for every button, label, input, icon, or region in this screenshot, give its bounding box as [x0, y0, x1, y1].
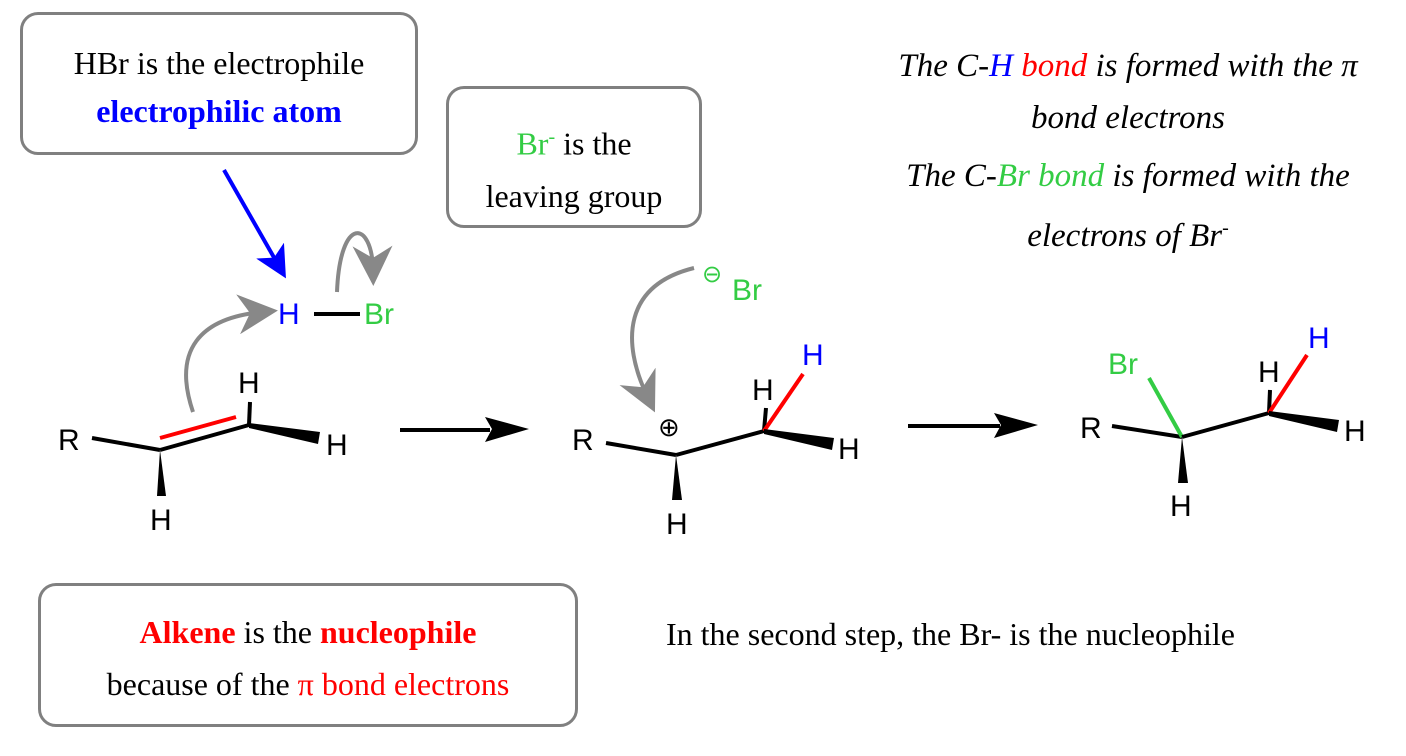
cbr-text: The C- — [906, 158, 997, 194]
alkene-wedge-right — [249, 423, 320, 444]
bromide-minus-charge: ⊖ — [702, 261, 722, 288]
electrophile-text: HBr is the electrophile — [73, 45, 365, 81]
bromide-atom: Br — [732, 274, 762, 307]
cbr-charge: - — [1222, 217, 1229, 239]
carbocation-h-new: H — [802, 339, 824, 372]
carbocation-wedge-bottom — [672, 455, 682, 500]
cbr-bond-rest: is formed with the — [1104, 158, 1350, 194]
product-br-atom: Br — [1108, 348, 1138, 381]
bromide-charge: - — [548, 126, 556, 148]
cbr-line2-text: electrons of Br — [1027, 218, 1223, 254]
leaving-group-line1-rest: is the — [555, 125, 632, 162]
carbocation-h-top: H — [752, 374, 774, 407]
ch-text: The C- — [898, 48, 990, 84]
product-cc-bond — [1181, 411, 1270, 439]
carbocation-r-group: R — [572, 424, 594, 457]
product-wedge-bottom — [1178, 437, 1188, 483]
nucleophile-line2-text: because of the — [106, 666, 298, 702]
ch-h-highlight: H — [989, 48, 1013, 84]
carbocation-h-right: H — [838, 433, 860, 466]
carbocation-new-ch-bond — [762, 372, 805, 433]
nucleophile-label: nucleophile — [319, 614, 477, 650]
hbr-curved-arrow — [335, 231, 393, 293]
leaving-group-line1: Br- is the — [449, 111, 699, 170]
product-cbr-bond — [1147, 377, 1184, 438]
alkene-label: Alkene — [139, 614, 236, 650]
carbocation-wedge-right — [764, 429, 834, 450]
alkene-h-top: H — [238, 367, 260, 400]
ch-bond-note-line2: bond electrons — [1031, 100, 1225, 136]
ch-bond-note: The C-H bond is formed with the π bond e… — [850, 40, 1406, 144]
pi-bond-curved-arrow — [184, 294, 278, 413]
nucleophile-mid: is the — [235, 614, 320, 650]
ch-bond-highlight: bond — [1021, 48, 1088, 84]
bromide-ion-label: Br — [516, 125, 549, 162]
alkene-sigma-bond — [159, 423, 250, 452]
alkene-r-bond — [91, 436, 161, 452]
cbr-bond-note: The C-Br bond is formed with the electro… — [850, 150, 1406, 262]
nucleophile-callout: Alkene is the nucleophile because of the… — [38, 583, 578, 727]
cbr-bond-highlight: Br bond — [996, 158, 1105, 194]
alkene-h-right: H — [326, 429, 348, 462]
second-step-note: In the second step, the Br- is the nucle… — [666, 616, 1235, 652]
product-h-top: H — [1258, 356, 1280, 389]
carbocation-cc-bond — [675, 429, 765, 457]
alkene-r-group: R — [58, 424, 80, 457]
ch-bond-rest: is formed with the π — [1087, 48, 1358, 84]
leaving-group-callout: Br- is the leaving group — [446, 86, 702, 228]
reaction-arrow-1-head — [485, 417, 529, 442]
product-r-group: R — [1080, 412, 1102, 445]
alkene-pi-bond — [159, 415, 237, 440]
alkene-h-top-bond — [247, 401, 252, 426]
hbr-br-atom: Br — [364, 298, 394, 331]
carbocation-r-bond — [605, 441, 677, 457]
nucleophile-line1: Alkene is the nucleophile — [41, 606, 575, 658]
product-h-bottom: H — [1170, 490, 1192, 523]
leaving-group-line2: leaving group — [485, 177, 663, 214]
carbocation-plus-charge: ⊕ — [658, 412, 680, 442]
electrophile-callout: HBr is the electrophile electrophilic at… — [20, 12, 418, 155]
ch-bond-note-line1: The C-H bond is formed with the π — [850, 40, 1406, 92]
alkene-h-bottom: H — [150, 504, 172, 537]
cbr-bond-note-line1: The C-Br bond is formed with the — [850, 150, 1406, 202]
bromide-curved-arrow — [619, 266, 695, 413]
nucleophile-line2: because of the π bond electrons — [41, 658, 575, 710]
product-h-new: H — [1308, 322, 1330, 355]
product-r-bond — [1111, 424, 1183, 439]
electrophilic-atom-label: electrophilic atom — [96, 93, 342, 129]
product-new-ch-bond — [1267, 353, 1309, 415]
product-h-right: H — [1344, 415, 1366, 448]
pi-bond-electrons-label: π bond electrons — [297, 666, 510, 702]
alkene-wedge-bottom — [157, 450, 166, 496]
carbocation-h-bottom: H — [666, 508, 688, 541]
product-wedge-right — [1269, 411, 1339, 432]
electrophilic-atom-arrow — [222, 169, 286, 279]
hbr-h-atom: H — [278, 298, 300, 331]
reaction-arrow-2-head — [994, 413, 1038, 438]
cbr-bond-note-line2: electrons of Br- — [850, 202, 1406, 262]
